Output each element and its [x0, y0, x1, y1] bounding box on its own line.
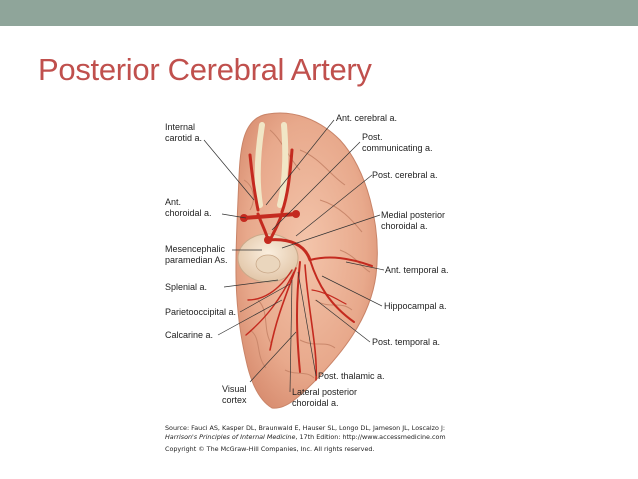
label-lateral-posterior-choroidal-2: choroidal a. — [292, 398, 339, 408]
label-hippocampal: Hippocampal a. — [384, 301, 447, 311]
label-internal-carotid: Internal — [165, 122, 195, 132]
label-visual-cortex: Visual — [222, 384, 246, 394]
source-book-title: Harrison's Principles of Internal Medici… — [165, 433, 296, 441]
top-accent-band — [0, 0, 638, 26]
label-post-communicating: Post. — [362, 132, 383, 142]
label-post-thalamic: Post. thalamic a. — [318, 371, 385, 381]
label-post-communicating-2: communicating a. — [362, 143, 433, 153]
label-parietooccipital: Parietooccipital a. — [165, 307, 236, 317]
cerebral-peduncle — [255, 254, 281, 274]
copyright-line: Copyright © The McGraw-Hill Companies, I… — [165, 445, 375, 453]
label-internal-carotid-2: carotid a. — [165, 133, 202, 143]
brain-body — [235, 112, 378, 409]
leader-lines — [203, 119, 385, 393]
label-ant-temporal: Ant. temporal a. — [385, 265, 449, 275]
label-lateral-posterior-choroidal: Lateral posterior — [292, 387, 357, 397]
label-calcarine: Calcarine a. — [165, 330, 213, 340]
label-medial-posterior-choroidal-2: choroidal a. — [381, 221, 428, 231]
labels-right: Ant. cerebral a. Post. communicating a. … — [318, 113, 449, 381]
basilar-tip — [264, 236, 272, 244]
label-ant-choroidal: Ant. — [165, 197, 181, 207]
label-post-temporal: Post. temporal a. — [372, 337, 440, 347]
label-medial-posterior-choroidal: Medial posterior — [381, 210, 445, 220]
label-splenial: Splenial a. — [165, 282, 207, 292]
label-visual-cortex-2: cortex — [222, 395, 247, 405]
internal-carotid-stump-right — [292, 210, 300, 218]
optic-tracts — [254, 122, 289, 208]
labels-left: Internal carotid a. Ant. choroidal a. Me… — [165, 122, 247, 405]
source-line-2: Harrison's Principles of Internal Medici… — [165, 433, 446, 441]
source-line-1: Source: Fauci AS, Kasper DL, Braunwald E… — [165, 424, 445, 432]
label-ant-choroidal-2: choroidal a. — [165, 208, 212, 218]
source-edition-url: , 17th Edition: http://www.accessmedicin… — [295, 433, 446, 441]
slide-title: Posterior Cerebral Artery — [38, 52, 372, 87]
label-post-cerebral: Post. cerebral a. — [372, 170, 438, 180]
label-mesencephalic: Mesencephalic — [165, 244, 226, 254]
label-mesencephalic-2: paramedian As. — [165, 255, 228, 265]
label-ant-cerebral: Ant. cerebral a. — [336, 113, 397, 123]
